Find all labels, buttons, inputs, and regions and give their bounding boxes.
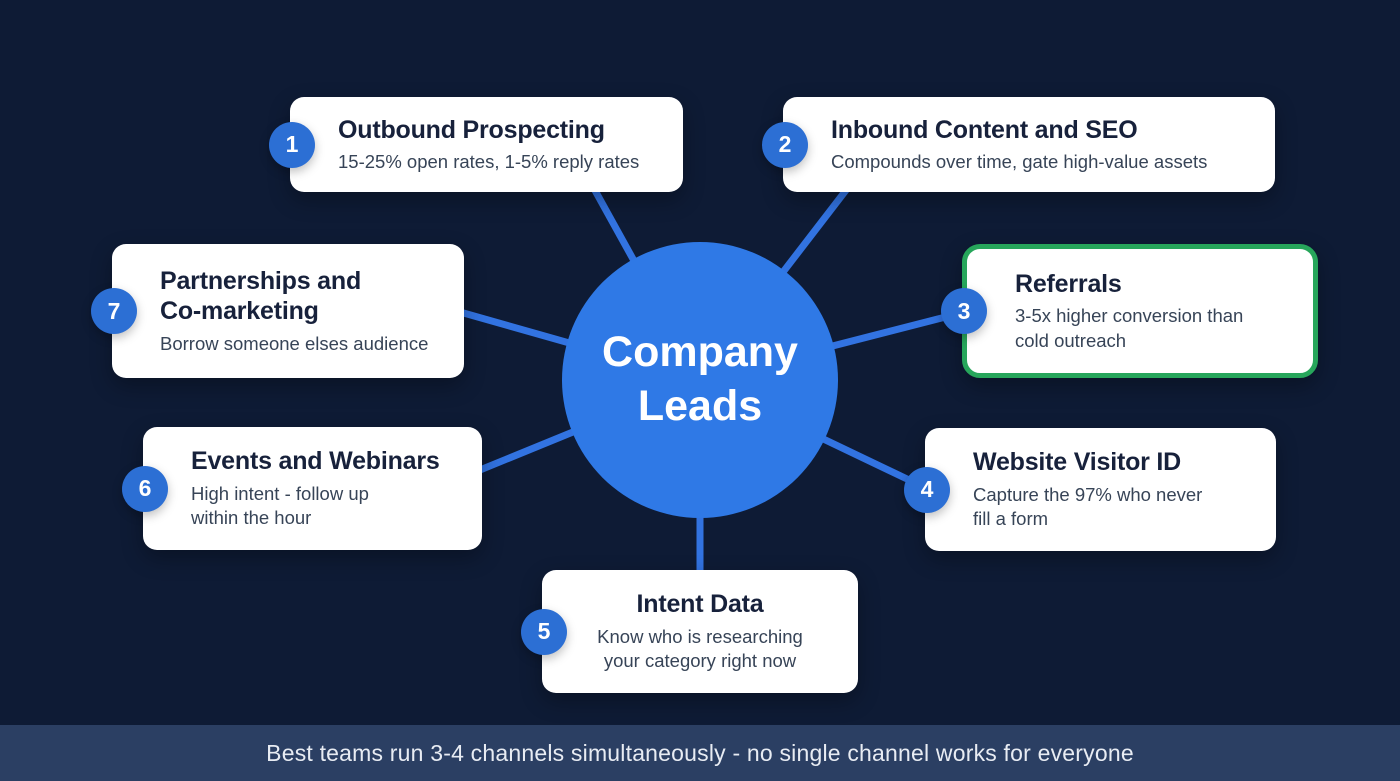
channel-title: Outbound Prospecting [338,115,605,144]
channel-card-partnerships-comarketing: 7 Partnerships and Co-marketing Borrow s… [91,244,464,378]
channel-number-badge: 4 [904,466,950,513]
center-node: Company Leads [562,242,838,518]
channel-number-badge: 7 [91,288,137,334]
channel-card-inbound-content-seo: 2 Inbound Content and SEO Compounds over… [762,97,1275,192]
channel-subtitle: 15-25% open rates, 1-5% reply rates [338,151,640,173]
channel-subtitle: Compounds over time, gate high-value ass… [831,151,1208,173]
channel-number-badge: 3 [941,288,987,334]
channel-subtitle: High intent - follow up within the hour [191,482,369,529]
channel-number-badge: 5 [521,608,567,655]
channel-number-badge: 2 [762,121,808,168]
channel-card-events-webinars: 6 Events and Webinars High intent - foll… [122,427,482,550]
channel-title: Events and Webinars [191,447,440,476]
channel-card-referrals-highlighted: 3 Referrals 3-5x higher conversion than … [941,244,1318,378]
channel-subtitle: Know who is researching your category ri… [597,625,803,672]
footer-bar: Best teams run 3-4 channels simultaneous… [0,725,1400,781]
channel-card-outbound-prospecting: 1 Outbound Prospecting 15-25% open rates… [269,97,683,192]
channel-title: Inbound Content and SEO [831,115,1138,144]
channel-title: Website Visitor ID [973,448,1182,477]
channel-title: Referrals [1015,269,1122,298]
channel-subtitle: Borrow someone elses audience [160,332,429,354]
channel-subtitle: 3-5x higher conversion than cold outreac… [1015,305,1244,351]
channel-card-intent-data: 5 Intent Data Know who is researching yo… [521,570,858,693]
channel-card-website-visitor-id: 4 Website Visitor ID Capture the 97% who… [904,428,1276,551]
channel-number-badge: 6 [122,465,168,512]
channel-title: Partnerships and Co-marketing [160,266,362,326]
footer-text: Best teams run 3-4 channels simultaneous… [266,739,1134,766]
channel-number-badge: 1 [269,121,315,168]
channel-title: Intent Data [636,590,764,619]
channel-subtitle: Capture the 97% who never fill a form [973,483,1203,530]
center-node-label: Company Leads [602,328,798,430]
